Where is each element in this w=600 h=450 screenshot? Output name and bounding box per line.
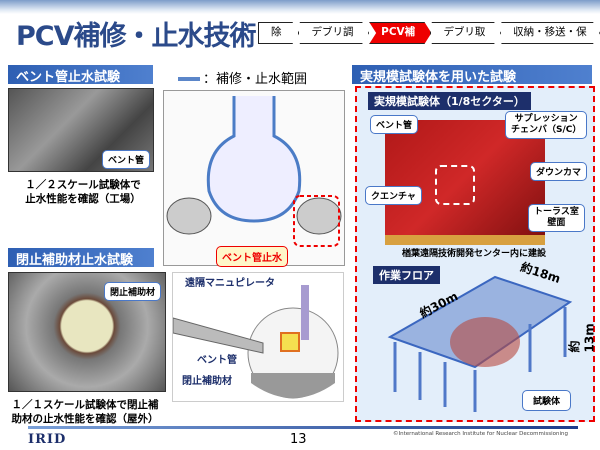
pcv-diagram — [163, 90, 345, 266]
label-line: トーラス室 — [534, 207, 579, 217]
label-quencher: クエンチャ — [365, 186, 422, 205]
step-decontamination: 除染 — [258, 22, 299, 44]
step-debris-survey: デブリ調査 — [299, 22, 369, 44]
closure-diagram — [172, 272, 344, 402]
fullscale-caption: 楢葉遠隔技術開発センター内に建設 — [402, 249, 547, 259]
vent-pipe-label: ベント管 — [197, 355, 237, 366]
page-title: PCV補修・止水技術 — [16, 21, 256, 52]
fullscale-subheader: 実規模試験体（1/8セクター） — [368, 92, 531, 110]
label-suppression-chamber: サプレッションチェンバ（S/C） — [505, 111, 588, 139]
work-floor-header: 作業フロア — [373, 266, 440, 284]
label-line: 壁面 — [547, 218, 566, 228]
top-band — [0, 0, 600, 14]
caption-closure-test: １／１スケール試験体で閉止補 助材の止水性能を確認（屋外） — [4, 398, 166, 426]
caption-line: 助材の止水性能を確認（屋外） — [11, 413, 159, 425]
step-storage: 収納・移送・保管 — [501, 22, 600, 44]
step-pcv-repair: PCV補修 — [369, 22, 431, 44]
section-header-fullscale-test: 実規模試験体を用いた試験 — [352, 65, 592, 85]
callout-closure-material: 閉止補助材 — [104, 282, 162, 301]
footer-line — [28, 426, 578, 429]
closure-diagram-svg — [172, 285, 339, 399]
label-line: サプレッション — [514, 114, 578, 124]
pcv-diagram-svg — [166, 96, 342, 247]
label-specimen: 試験体 — [522, 390, 572, 411]
caption-vent-test: １／２スケール試験体で 止水性能を確認（工場） — [8, 178, 158, 206]
closure-material-label: 閉止補助材 — [182, 376, 232, 387]
manipulator-label: 遠隔マニュピレータ — [185, 278, 275, 289]
copyright: ©International Research Institute for Nu… — [393, 431, 569, 437]
dim-height: 約13m — [567, 323, 597, 353]
label-torus-wall: トーラス室壁面 — [528, 204, 585, 232]
process-steps: 除染 デブリ調査 PCV補修 デブリ取出 収納・移送・保管 — [258, 22, 600, 44]
highlight-box — [435, 165, 475, 205]
section-header-closure-test: 閉止補助材止水試験 — [8, 248, 154, 268]
legend-line — [178, 77, 200, 81]
work-floor-diagram — [387, 275, 573, 412]
page-number: 13 — [290, 432, 307, 447]
fullscale-model-image — [385, 120, 545, 245]
label-vent-pipe: ベント管 — [370, 115, 419, 134]
caption-line: 止水性能を確認（工場） — [25, 193, 141, 205]
legend-text: ：補修・止水範囲 — [203, 72, 308, 87]
step-debris-removal: デブリ取出 — [431, 22, 501, 44]
irid-logo: IRID — [28, 432, 67, 447]
label-line: チェンバ（S/C） — [511, 125, 582, 135]
caption-line: １／２スケール試験体で — [25, 179, 141, 191]
label-downcomer: ダウンカマ — [530, 162, 588, 181]
caption-line: １／１スケール試験体で閉止補 — [11, 399, 159, 411]
section-header-vent-test: ベント管止水試験 — [8, 65, 153, 85]
vent-seal-label: ベント管止水 — [216, 246, 288, 267]
callout-vent-pipe: ベント管 — [102, 150, 151, 169]
